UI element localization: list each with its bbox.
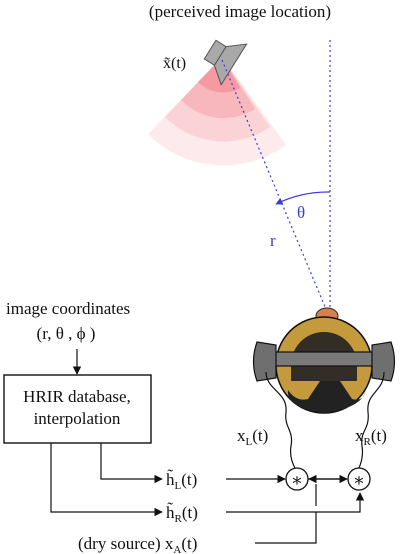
hrir-database-box [3,374,152,444]
dry-source-label: (dry source) xA(t) [78,534,197,554]
hrir-left-label: h̃L(t) [166,470,197,492]
hrir-right-to-conv [226,492,365,513]
svg-text:∗: ∗ [291,470,303,490]
left-cable [265,371,297,471]
virtual-speaker-icon [203,39,248,86]
angle-arc [275,191,331,205]
hrir-left-path [100,443,163,484]
distance-line [221,59,329,315]
radius-label: r [270,231,276,250]
virtual-source-label: x̃(t) [163,55,186,72]
headphones-icon [252,341,396,382]
theta-label: θ [297,203,305,222]
hrir-box-line2: interpolation [34,409,121,428]
right-cable [357,371,385,471]
perceived-location-label: (perceived image location) [149,2,331,21]
image-coordinates-label: image coordinates [6,299,130,318]
left-convolution-node: ∗ [285,467,309,491]
hrir-right-path [50,443,163,517]
left-ear-signal-label: xL(t) [237,426,268,448]
right-ear-signal-label: xR(t) [355,426,387,448]
svg-text:∗: ∗ [353,470,365,490]
coordinate-tuple-label: (r, θ , ϕ ) [37,324,96,343]
right-convolution-node: ∗ [347,467,371,491]
hrir-right-label: h̃R(t) [166,503,198,525]
hrir-box-line1: HRIR database, [23,387,131,406]
